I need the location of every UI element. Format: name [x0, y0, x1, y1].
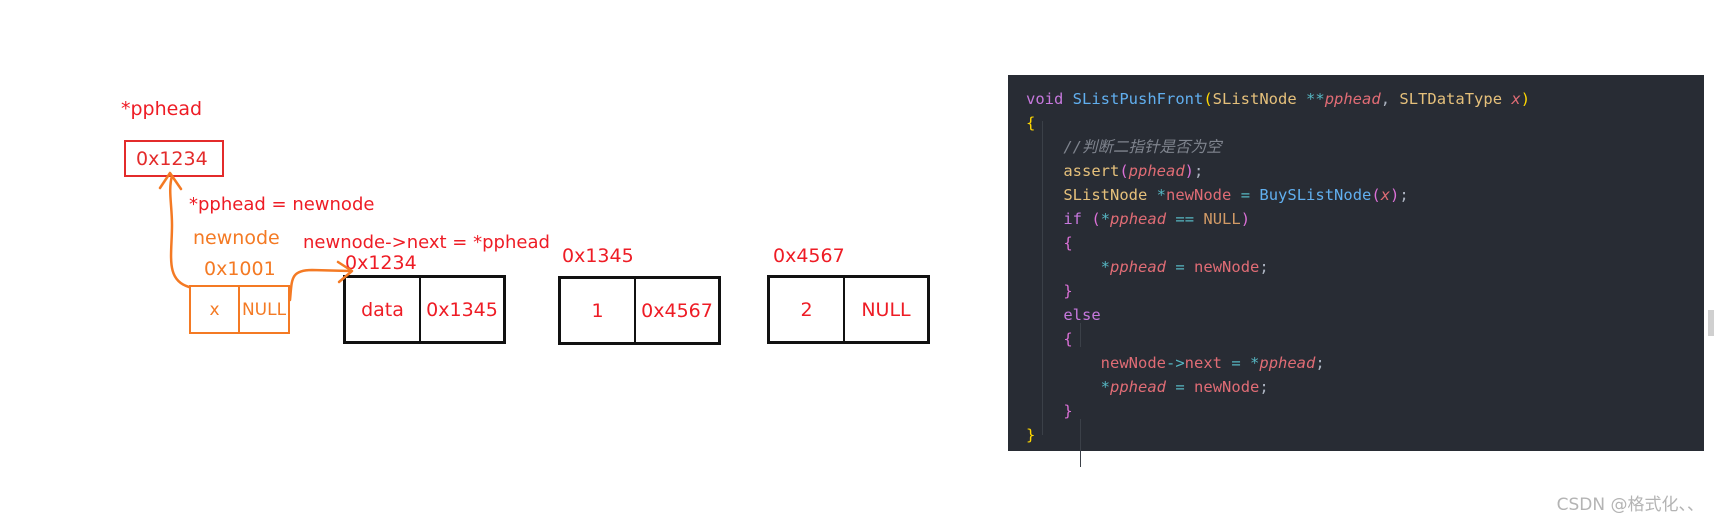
code-line: SListNode *newNode = BuySListNode(x); — [1063, 186, 1409, 204]
code-line: //判断二指针是否为空 — [1063, 138, 1222, 156]
new-node: x NULL — [189, 285, 290, 334]
node-data: data — [346, 278, 421, 341]
arrow-to-pphead-head — [158, 171, 183, 191]
indent-guide — [1080, 323, 1081, 347]
code-line: *pphead = newNode; — [1100, 378, 1269, 396]
list-node: 1 0x4567 — [558, 276, 721, 345]
newnode-address: 0x1001 — [204, 258, 276, 280]
indent-guide — [1042, 121, 1043, 435]
node-address: 0x1345 — [562, 245, 634, 267]
code-line: else — [1063, 306, 1101, 324]
node-next: 0x1345 — [426, 298, 498, 321]
next-assign-label: newnode->next = *pphead — [303, 232, 550, 253]
node-data: 2 — [770, 278, 845, 341]
list-node: data 0x1345 — [343, 275, 506, 344]
arrow-to-pphead — [168, 174, 191, 289]
code-line: { — [1063, 330, 1073, 348]
watermark: CSDN @格式化、、 — [1556, 495, 1704, 515]
newnode-label: newnode — [193, 227, 280, 249]
code-line: { — [1026, 114, 1036, 132]
code-line: assert(pphead); — [1063, 162, 1204, 180]
arrow-to-first-node-head — [336, 260, 354, 284]
code-line: } — [1063, 282, 1073, 300]
list-node: 2 NULL — [767, 275, 930, 344]
code-panel: void SListPushFront(SListNode **pphead, … — [1008, 75, 1704, 467]
code-line: { — [1063, 234, 1073, 252]
node-data: 1 — [561, 279, 636, 342]
code-line: } — [1063, 402, 1073, 420]
node-next: NULL — [861, 298, 911, 321]
code-line: *pphead = newNode; — [1100, 258, 1269, 276]
pphead-box: 0x1234 — [124, 140, 224, 177]
node-address: 0x4567 — [773, 245, 845, 267]
code-line: if (*pphead == NULL) — [1063, 210, 1251, 228]
node-address: 0x1234 — [345, 252, 417, 274]
node-next: 0x4567 — [641, 299, 713, 322]
arrow-to-first-node — [288, 268, 352, 302]
indent-guide — [1080, 419, 1081, 467]
pointer-arrows — [158, 171, 354, 302]
code-line: void SListPushFront(SListNode **pphead, … — [1026, 90, 1531, 108]
pphead-value: 0x1234 — [136, 147, 208, 170]
pphead-assign-label: *pphead = newnode — [189, 194, 375, 215]
new-node-next: NULL — [241, 299, 287, 320]
scrollbar-thumb[interactable] — [1708, 310, 1714, 336]
code-line: newNode->next = *pphead; — [1100, 354, 1325, 372]
new-node-data: x — [191, 287, 240, 332]
pphead-label: *pphead — [121, 98, 203, 120]
code-line: } — [1026, 426, 1036, 444]
